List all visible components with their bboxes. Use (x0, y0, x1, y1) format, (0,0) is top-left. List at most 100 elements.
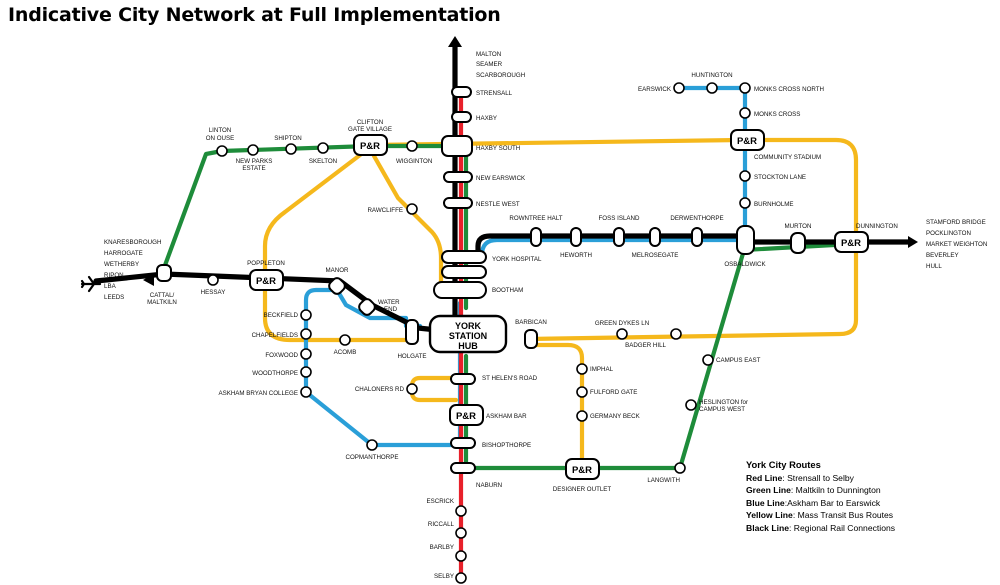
svg-text:P&R: P&R (456, 411, 476, 422)
station-badger-hill: BADGER HILL (625, 342, 666, 349)
interchange-markers (156, 86, 806, 474)
svg-text:SCARBOROUGH: SCARBOROUGH (476, 72, 525, 79)
pr-dunnington[interactable]: P&R (834, 231, 869, 253)
station-huntington: HUNTINGTON (691, 72, 732, 79)
station-strensall: STRENSALL (476, 90, 513, 97)
svg-text:P&R: P&R (256, 276, 276, 287)
station-poppleton: POPPLETON (247, 260, 285, 267)
svg-text:P&R: P&R (737, 136, 757, 147)
station-community-stadium: COMMUNITY STADIUM (754, 154, 821, 161)
station-barlby: BARLBY (430, 544, 454, 551)
north-arrow-icon (448, 36, 462, 47)
station-labels: STRENSALL HAXBY HAXBY SOUTH NEW EARSWICK… (147, 72, 898, 580)
station-haxby: HAXBY (476, 115, 497, 122)
station-markers (207, 82, 751, 584)
station-clifton: CLIFTON (357, 119, 383, 126)
station-barbican: BARBICAN (515, 319, 547, 326)
svg-text:HULL: HULL (926, 263, 942, 270)
station-copmanthorpe: COPMANTHORPE (346, 454, 399, 461)
york-station-hub[interactable]: YORK STATION HUB (428, 314, 508, 354)
station-askham-bar: ASKHAM BAR (486, 413, 527, 420)
svg-text:HARROGATE: HARROGATE (104, 250, 143, 257)
station-york-hospital: YORK HOSPITAL (492, 256, 542, 263)
east-arrow-icon (908, 236, 918, 248)
station-chaloners: CHALONERS RD (355, 386, 405, 393)
svg-text:WETHERBY: WETHERBY (104, 261, 139, 268)
station-new-parks: NEW PARKS (236, 158, 273, 165)
station-linton: LINTON (209, 127, 232, 134)
hub-line-3: HUB (458, 341, 478, 351)
station-riccall: RICCALL (428, 521, 455, 528)
hub-line-1: YORK (455, 321, 482, 331)
station-stockton-lane: STOCKTON LANE (754, 174, 806, 181)
station-derwenthorpe: DERWENTHORPE (670, 215, 723, 222)
station-shipton: SHIPTON (274, 135, 301, 142)
station-osbaldwick: OSBALDWICK (724, 261, 766, 268)
svg-text:P&R: P&R (360, 141, 380, 152)
station-foxwood: FOXWOOD (265, 352, 298, 359)
pr-askham-bar[interactable]: P&R (449, 404, 484, 426)
station-campus-east: CAMPUS EAST (716, 357, 761, 364)
west-destinations: KNARESBOROUGH HARROGATE WETHERBY RIPON L… (104, 239, 161, 301)
svg-text:END: END (384, 306, 398, 313)
svg-text:BEVERLEY: BEVERLEY (926, 252, 959, 259)
station-langwith: LANGWITH (647, 477, 680, 484)
legend-red: Red Line: Strensall to Selby (746, 472, 854, 483)
svg-text:ON OUSE: ON OUSE (206, 135, 235, 142)
hub-line-2: STATION (449, 331, 487, 341)
svg-text:LEEDS: LEEDS (104, 294, 124, 301)
station-water-end: WATER (378, 299, 400, 306)
station-haxby-south: HAXBY SOUTH (476, 145, 520, 152)
west-arrow-icon (143, 274, 154, 286)
legend-yellow: Yellow Line: Mass Transit Bus Routes (746, 510, 894, 521)
station-melrosegate: MELROSEGATE (632, 252, 679, 259)
station-rowntree-halt: ROWNTREE HALT (509, 215, 562, 222)
legend: York City Routes Red Line: Strensall to … (746, 459, 895, 535)
station-new-earswick: NEW EARSWICK (476, 175, 526, 182)
pr-clifton[interactable]: P&R (353, 134, 388, 156)
airplane-icon (80, 275, 102, 293)
station-green-dykes: GREEN DYKES LN (595, 320, 649, 327)
svg-text:KNARESBOROUGH: KNARESBOROUGH (104, 239, 161, 246)
north-destinations: MALTON SEAMER SCARBOROUGH (476, 51, 525, 79)
yellow-line (262, 137, 859, 473)
pr-poppleton[interactable]: P&R (249, 269, 284, 291)
pr-designer-outlet[interactable]: P&R (565, 458, 600, 480)
legend-blue: Blue Line:Askham Bar to Earswick (746, 497, 881, 508)
station-cattal: CATTAL/ (150, 292, 175, 299)
legend-green: Green Line: Maltkiln to Dunnington (746, 485, 881, 496)
station-bishopthorpe: BISHOPTHORPE (482, 442, 531, 449)
legend-black: Black Line: Regional Rail Connections (746, 522, 896, 533)
svg-text:RIPON: RIPON (104, 272, 124, 279)
page-title: Indicative City Network at Full Implemen… (8, 4, 501, 26)
svg-text:P&R: P&R (841, 238, 861, 249)
svg-text:ESTATE: ESTATE (242, 165, 265, 172)
station-st-helens-road: ST HELEN'S ROAD (482, 375, 538, 382)
station-rawcliffe: RAWCLIFFE (367, 207, 403, 214)
station-acomb: ACOMB (334, 349, 357, 356)
station-heworth: HEWORTH (560, 252, 592, 259)
svg-text:SEAMER: SEAMER (476, 61, 503, 68)
station-selby: SELBY (434, 573, 454, 580)
station-heslington: HESLINGTON for (699, 399, 748, 406)
station-designer-outlet: DESIGNER OUTLET (553, 486, 612, 493)
park-and-ride-markers: P&R P&R P&R P&R P&R P&R (249, 129, 869, 480)
station-germany-beck: GERMANY BECK (590, 413, 641, 420)
pr-monks-cross[interactable]: P&R (730, 129, 765, 151)
svg-text:P&R: P&R (572, 465, 592, 476)
station-monks-cross-north: MONKS CROSS NORTH (754, 86, 824, 93)
station-earswick: EARSWICK (638, 86, 672, 93)
station-burnholme: BURNHOLME (754, 201, 794, 208)
east-destinations: STAMFORD BRIDGE POCKLINGTON MARKET WEIGH… (926, 219, 987, 270)
station-monks-cross: MONKS CROSS (754, 111, 800, 118)
station-skelton: SKELTON (309, 158, 337, 165)
svg-text:CAMPUS WEST: CAMPUS WEST (699, 406, 745, 413)
station-naburn: NABURN (476, 482, 502, 489)
station-fulford-gate: FULFORD GATE (590, 389, 637, 396)
station-woodthorpe: WOODTHORPE (252, 370, 298, 377)
station-manor: MANOR (325, 267, 349, 274)
station-hessay: HESSAY (201, 289, 226, 296)
station-bootham: BOOTHAM (492, 287, 523, 294)
station-murton: MURTON (785, 223, 812, 230)
